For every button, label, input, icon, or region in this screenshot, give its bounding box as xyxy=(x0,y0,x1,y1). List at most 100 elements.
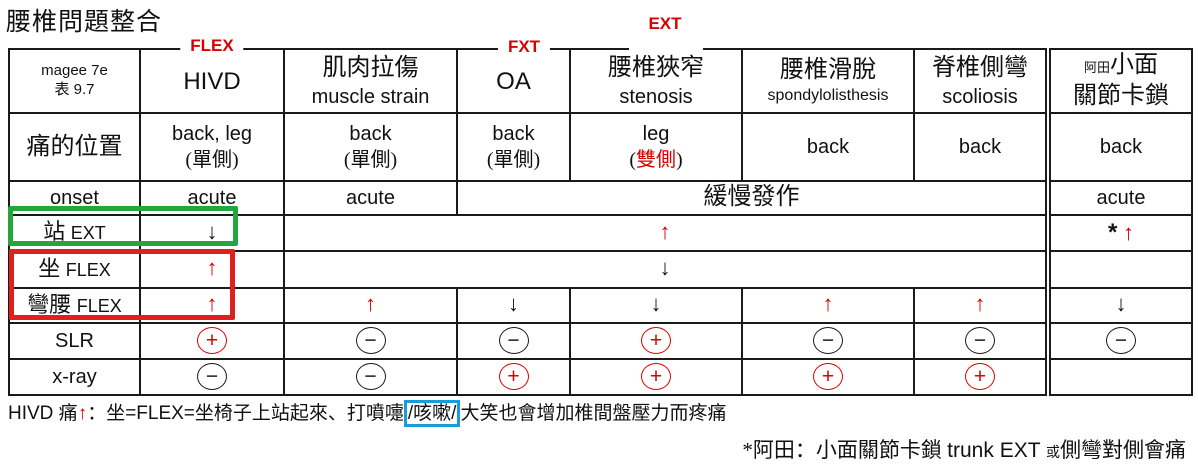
minus-circle: − xyxy=(498,327,529,355)
cell-header-spondylolisthesis: 腰椎滑脫 spondylolisthesis xyxy=(741,47,915,115)
sit-label-en: FLEX xyxy=(65,259,111,280)
footnote2-latin: trunk EXT xyxy=(947,439,1046,462)
header-stenosis-zh: 腰椎狹窄 xyxy=(608,54,704,81)
up-arrow-red: ↑ xyxy=(1122,219,1134,245)
cell-header-facet: 阿田小面 關節卡鎖 xyxy=(1045,47,1193,115)
header-facet-zh2: 關節卡鎖 xyxy=(1073,83,1169,110)
cell-xray-label: x-ray xyxy=(8,357,141,396)
cell-slr-spondy: − xyxy=(741,321,915,360)
header-spondy-en: spondylolisthesis xyxy=(767,87,889,105)
footnote2-small: 或 xyxy=(1046,446,1060,461)
comparison-table: magee 7e 表 9.7 HIVD 肌肉拉傷 muscle strain O… xyxy=(8,47,1193,396)
row-pain-location: 痛的位置 back, leg (單側) back (單側) back (單側) … xyxy=(8,112,1193,183)
cell-slr-hivd: + xyxy=(139,321,285,360)
up-arrow-red: ↑ xyxy=(77,403,88,424)
cell-header-scoliosis: 脊椎側彎 scoliosis xyxy=(913,47,1049,115)
cell-source: magee 7e 表 9.7 xyxy=(8,47,141,115)
plus-circle-red: + xyxy=(197,327,227,355)
cell-onset-hivd: acute xyxy=(139,180,285,216)
down-arrow: ↓ xyxy=(508,291,519,317)
pain-strain-line1: back xyxy=(349,123,392,146)
up-arrow-red: ↑ xyxy=(822,291,834,317)
header-strain-en: muscle strain xyxy=(311,85,430,108)
stand-label-en: EXT xyxy=(70,223,106,244)
cell-bend-flex-spondy: ↑ xyxy=(741,286,915,324)
header-stenosis-en: stenosis xyxy=(619,85,693,108)
cell-slr-facet: − xyxy=(1045,321,1193,360)
stand-label-zh: 站 xyxy=(43,219,66,245)
down-arrow: ↓ xyxy=(206,218,218,244)
border-gap-under-ext xyxy=(629,45,703,52)
header-spondy-zh: 腰椎滑脫 xyxy=(780,57,876,84)
up-arrow-red: ↑ xyxy=(206,291,218,317)
cell-slr-label: SLR xyxy=(8,321,141,360)
minus-circle: − xyxy=(965,327,995,355)
cell-xray-stenosis: + xyxy=(569,357,743,396)
cell-header-oa: OA xyxy=(456,47,571,115)
down-arrow: ↓ xyxy=(659,255,671,281)
footnote2-part2: 側彎對側會痛 xyxy=(1060,438,1186,462)
blue-highlight-box-cough: /咳嗽/ xyxy=(403,400,461,427)
cell-header-stenosis: 腰椎狹窄 stenosis xyxy=(569,47,743,115)
pain-oa-line2: (單側) xyxy=(486,149,541,172)
up-arrow-red: ↑ xyxy=(659,218,671,244)
paren-close: ) xyxy=(676,149,683,172)
plus-circle-red: + xyxy=(641,327,671,355)
cell-pain-strain: back (單側) xyxy=(283,112,458,183)
plus-circle-red: + xyxy=(498,363,529,391)
header-strain-zh: 肌肉拉傷 xyxy=(322,54,419,81)
pain-hivd-line2: (單側) xyxy=(185,149,239,172)
cell-bend-flex-facet: ↓ xyxy=(1045,286,1193,324)
cell-pain-spondy: back xyxy=(741,112,915,183)
row-sit-flex: 坐 FLEX ↑ ↓ xyxy=(8,249,1193,289)
cell-header-hivd: HIVD xyxy=(139,47,285,115)
footnote1-mid: ：坐=FLEX=坐椅子上站起來、打噴嚏 xyxy=(87,403,404,424)
cell-sit-flex-facet xyxy=(1045,249,1193,289)
pain-stenosis-bilateral: 雙側 xyxy=(636,149,676,172)
green-highlight-box-stand-ext xyxy=(8,206,238,246)
cell-sit-flex-hivd: ↑ xyxy=(139,249,285,289)
cell-onset-strain: acute xyxy=(283,180,458,216)
cell-bend-flex-oa: ↓ xyxy=(456,286,571,324)
row-onset: onset acute acute 緩慢發作 acute xyxy=(8,180,1193,216)
bend-label-zh: 彎腰 xyxy=(27,291,72,317)
up-arrow-red: ↑ xyxy=(365,291,376,317)
cell-onset-merged-gradual: 緩慢發作 xyxy=(456,180,1049,216)
down-arrow: ↓ xyxy=(1115,291,1127,317)
row-header: magee 7e 表 9.7 HIVD 肌肉拉傷 muscle strain O… xyxy=(8,47,1193,115)
cell-sit-flex-label: 坐 FLEX xyxy=(8,249,141,289)
row-slr: SLR + − − + − − − xyxy=(8,321,1193,360)
cell-stand-ext-facet: * ↑ xyxy=(1045,213,1193,252)
minus-circle: − xyxy=(355,363,386,391)
pain-stenosis-line2: (雙側) xyxy=(572,147,740,173)
header-facet-zh1: 小面 xyxy=(1110,52,1158,78)
cell-stand-ext-merged: ↑ xyxy=(283,213,1049,252)
cell-header-strain: 肌肉拉傷 muscle strain xyxy=(283,47,458,115)
minus-circle: − xyxy=(355,327,386,355)
up-arrow-red: ↑ xyxy=(974,291,986,317)
ext-annotation-label: EXT xyxy=(638,14,692,34)
cell-xray-strain: − xyxy=(283,357,458,396)
footnote1-post: 大笑也會增加椎間盤壓力而疼痛 xyxy=(460,403,727,424)
cell-xray-facet xyxy=(1045,357,1193,396)
header-facet-small: 阿田 xyxy=(1083,60,1110,75)
row-xray: x-ray − − + + + + xyxy=(8,357,1193,396)
page-title: 腰椎問題整合 xyxy=(6,9,163,36)
footnote2-part1: *阿田：小面關節卡鎖 xyxy=(742,438,948,462)
pain-strain-line2: (單側) xyxy=(343,149,398,172)
cell-pain-facet: back xyxy=(1045,112,1193,183)
minus-circle: − xyxy=(1106,327,1136,355)
cell-slr-oa: − xyxy=(456,321,571,360)
cell-bend-flex-stenosis: ↓ xyxy=(569,286,743,324)
cell-bend-flex-strain: ↑ xyxy=(283,286,458,324)
asterisk: * xyxy=(1108,218,1118,246)
minus-circle: − xyxy=(197,363,227,391)
source-line2: 表 9.7 xyxy=(54,81,95,99)
pain-stenosis-line1: leg xyxy=(642,123,670,146)
cell-xray-spondy: + xyxy=(741,357,915,396)
pain-oa-line1: back xyxy=(492,123,535,146)
footnote-facet: *阿田：小面關節卡鎖 trunk EXT 或側彎對側會痛 xyxy=(742,434,1186,464)
cell-pain-scoliosis: back xyxy=(913,112,1049,183)
plus-circle-red: + xyxy=(813,363,843,391)
